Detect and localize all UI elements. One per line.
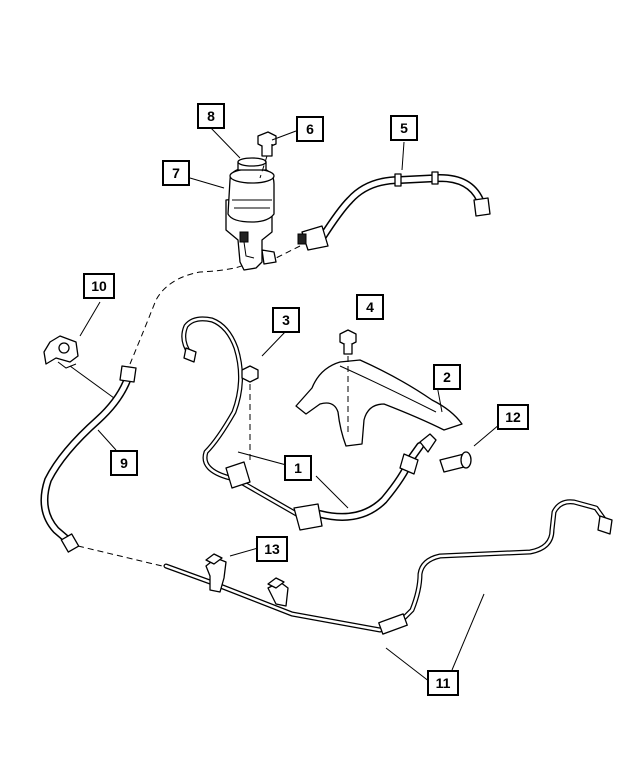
svg-text:12: 12 [505,409,521,425]
svg-text:5: 5 [400,120,408,136]
callout-12: 12 [497,404,529,430]
svg-text:10: 10 [91,278,107,294]
callout-10: 10 [83,273,115,299]
pressure-hose [181,316,437,531]
callout-4: 4 [356,294,384,320]
svg-text:3: 3 [282,312,290,328]
callout-11: 11 [427,670,459,696]
callout-3: 3 [272,307,300,333]
svg-text:8: 8 [207,108,215,124]
leader-lines [69,126,501,683]
callout-5: 5 [390,115,418,141]
callout-8: 8 [197,103,225,129]
svg-text:4: 4 [366,299,374,315]
fitting-cap [439,451,472,473]
heat-shield [295,359,463,447]
svg-text:2: 2 [443,369,451,385]
svg-text:7: 7 [172,165,180,181]
svg-text:13: 13 [264,541,280,557]
bolt-6 [257,131,277,179]
svg-text:9: 9 [120,455,128,471]
svg-text:1: 1 [294,460,302,476]
callout-13: 13 [256,536,288,562]
callout-9: 9 [110,450,138,476]
callout-2: 2 [433,364,461,390]
cooler-line [163,499,613,635]
hose-clip [43,335,79,369]
reservoir [225,157,277,271]
callout-6: 6 [296,116,324,142]
svg-text:6: 6 [306,121,314,137]
return-hose [275,171,491,259]
supply-hose [40,263,247,567]
bolt-3 [241,365,259,462]
callout-7: 7 [162,160,190,186]
callout-1: 1 [284,455,312,481]
svg-text:11: 11 [436,675,451,691]
bolt-4 [339,329,357,436]
